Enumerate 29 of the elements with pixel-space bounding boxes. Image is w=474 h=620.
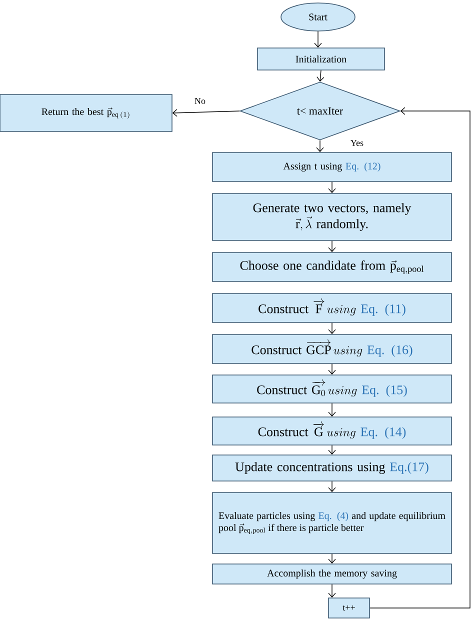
arrow xyxy=(314,31,322,48)
arrow xyxy=(328,445,336,455)
arrow xyxy=(328,403,336,417)
arrow xyxy=(328,240,336,252)
process-box: Choose one candidate from $\vec{\mathrm{p}}_{\mathrm{eq,pool}}$ xyxy=(212,252,452,282)
arrow xyxy=(328,481,336,492)
process-box: Evaluate particles using Eq. (4) and update equilibrium pool $\vec{\mathrm{p}}_{\mathrm{eq,pool}}$ if there is particle better xyxy=(212,492,452,554)
edge-label: No xyxy=(194,97,206,105)
arrow xyxy=(328,554,336,564)
process-box: t++ xyxy=(328,598,370,618)
process-box: Construct $\overrightarrow{\mathrm{G}_0}\,using$ Eq. (15) xyxy=(212,374,452,404)
process-box: Return the best $\vec{\mathrm{p}}_{\mathrm{eq}\,(1)}$ xyxy=(0,94,172,132)
process-box: Construct $\overrightarrow{\mathrm{G}}\,using$ Eq. (14) xyxy=(212,416,452,446)
process-box: Construct $\overrightarrow{\mathrm{GCP}}\,using$ Eq. (16) xyxy=(212,334,452,364)
edge-label: Yes xyxy=(349,139,365,147)
process-box: Update concentrations using Eq.(17) xyxy=(212,454,452,482)
arrow xyxy=(328,322,336,334)
arrow xyxy=(316,140,324,152)
arrow xyxy=(328,584,336,598)
process-box: Accomplish the memory saving xyxy=(212,564,452,584)
process-box: Initialization xyxy=(257,48,385,70)
arrow xyxy=(328,182,336,194)
arrow xyxy=(172,109,240,117)
arrow xyxy=(370,107,470,608)
process-box: Construct $\overrightarrow{\mathrm{F}}\,using$ Eq. (11) xyxy=(212,293,452,323)
arrow xyxy=(328,364,336,375)
process-box: Assign t using Eq. (12) xyxy=(212,152,452,182)
process-box: Generate two vectors, namely $\vec{\mathrm{r}},\vec{\lambda}$ randomly. xyxy=(212,193,452,241)
arrow xyxy=(316,70,324,82)
